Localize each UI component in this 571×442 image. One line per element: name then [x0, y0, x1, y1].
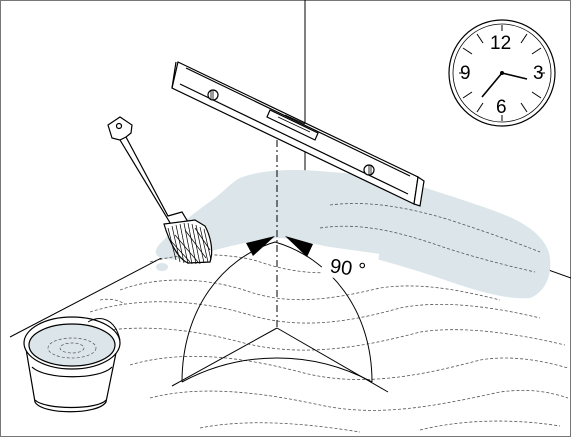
clock-minute-hand	[481, 72, 503, 98]
water-drop	[156, 263, 168, 271]
angle-label-group: 90 °	[320, 246, 380, 284]
brush-bristles	[167, 222, 212, 265]
clock-label-12: 12	[490, 33, 511, 54]
angle-label: 90 °	[329, 255, 368, 282]
clock-icon: 12 3 6 9	[448, 19, 556, 127]
angle-arc-outer	[181, 241, 373, 383]
bucket-water-ripples	[47, 337, 97, 359]
water-puddle	[155, 170, 551, 299]
clock-label-6: 6	[496, 97, 507, 118]
spirit-level-icon	[171, 61, 425, 207]
floor-corner-lines	[171, 327, 389, 393]
bucket-icon	[23, 316, 121, 413]
clock-hour-hand	[501, 72, 528, 80]
angle-arrow-left	[246, 236, 275, 256]
clock-ticks	[459, 25, 545, 121]
clock-label-9: 9	[460, 63, 471, 84]
floor-wave-lines	[59, 203, 569, 433]
clock-label-3: 3	[533, 63, 544, 84]
angle-arrow-right	[285, 236, 313, 257]
angle-arc	[181, 357, 373, 383]
